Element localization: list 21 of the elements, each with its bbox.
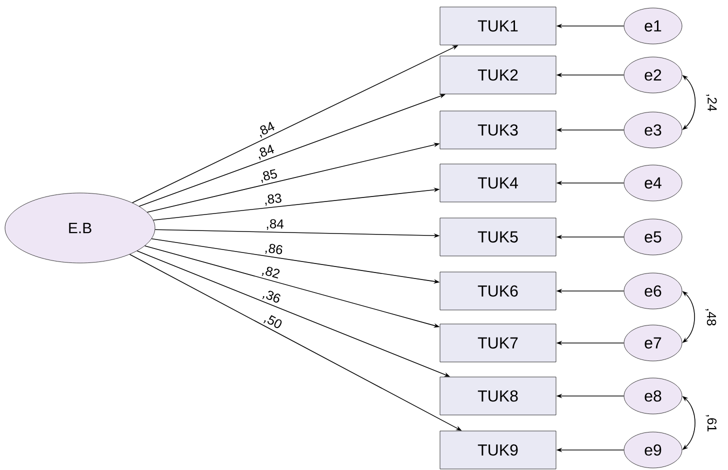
- indicator-box: TUK2: [440, 56, 556, 94]
- indicator-box: TUK3: [440, 110, 556, 150]
- edge-label: ,84: [254, 120, 278, 140]
- indicator-box: TUK5: [440, 218, 556, 256]
- edge-label: ,86: [262, 242, 285, 258]
- edge-label: ,84: [264, 218, 286, 232]
- edge-label: ,24: [706, 94, 717, 112]
- edge-label: ,82: [259, 264, 282, 282]
- edge-label: ,36: [260, 287, 284, 306]
- indicator-box: TUK4: [440, 164, 556, 202]
- edge-label: ,61: [706, 415, 717, 432]
- edge-label: ,84: [254, 142, 277, 162]
- edge-label: ,83: [262, 192, 284, 207]
- edge-label: ,85: [257, 168, 280, 184]
- indicator-box: TUK6: [440, 272, 556, 310]
- edge-label: ,48: [705, 309, 716, 326]
- indicator-box: TUK8: [440, 376, 556, 416]
- indicator-box: TUK9: [440, 430, 556, 470]
- indicator-box: TUK7: [440, 324, 556, 362]
- indicator-box: TUK1: [440, 6, 556, 46]
- edge-label: ,50: [260, 311, 285, 332]
